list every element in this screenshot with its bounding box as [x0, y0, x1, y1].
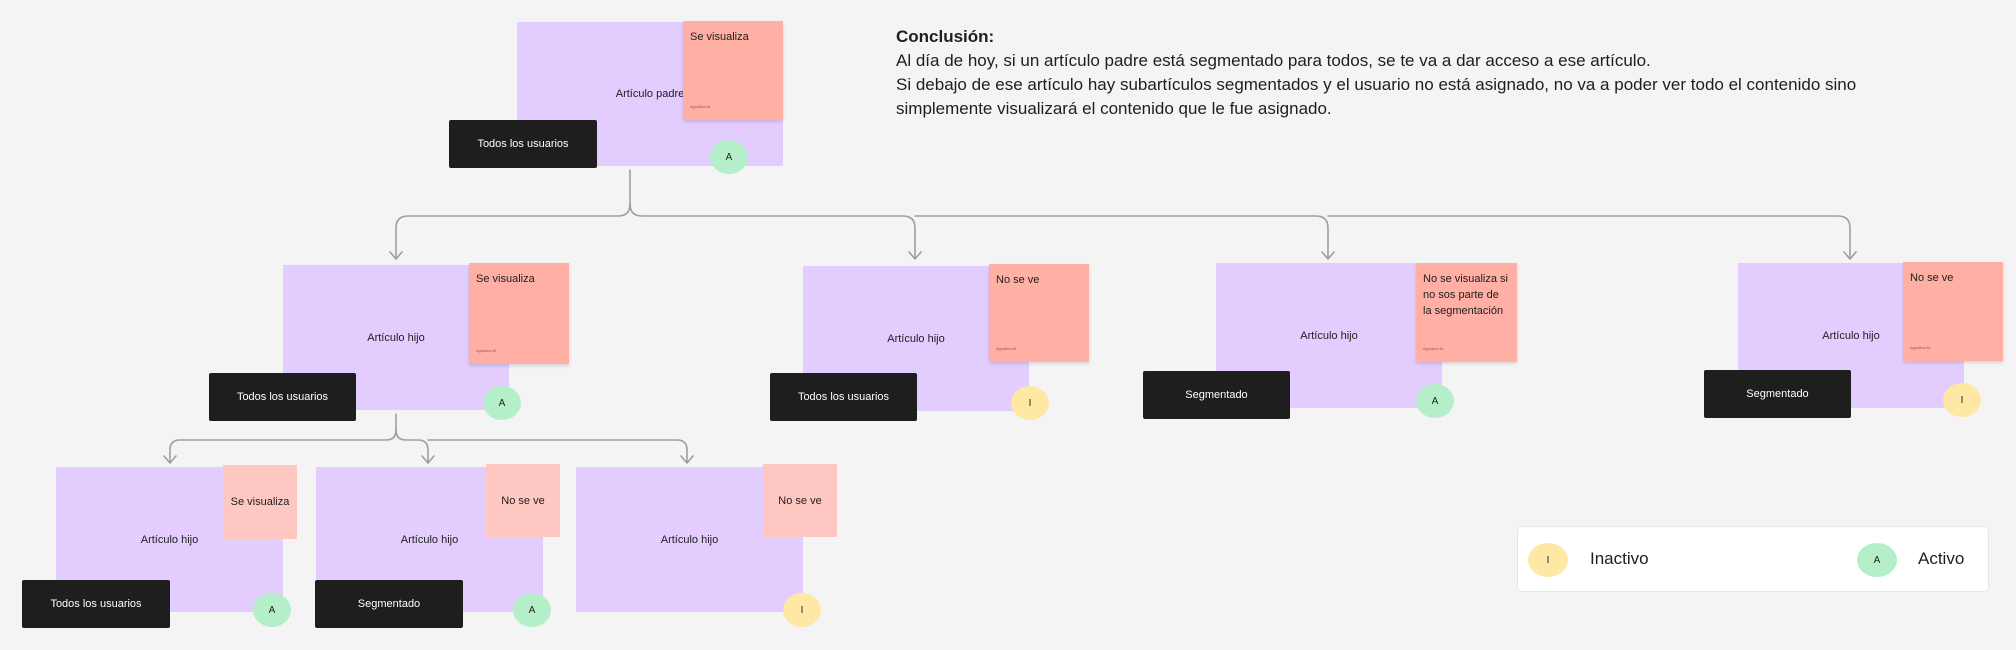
- arrowhead: [908, 251, 922, 260]
- card-title: Artículo padre: [615, 88, 685, 100]
- note-text: Se visualiza: [690, 31, 749, 43]
- badge-letter: I: [1960, 394, 1964, 406]
- legend-active-badge: A: [1857, 543, 1897, 577]
- tag-grand1[interactable]: Todos los usuarios: [22, 580, 170, 628]
- card-title: Artículo hijo: [367, 331, 425, 344]
- note-author: Agustina M.: [476, 348, 498, 353]
- connector-child1-to-grand3: [427, 439, 688, 463]
- status-badge-parent[interactable]: A: [710, 140, 748, 174]
- connector-parent-to-child2: [629, 203, 916, 259]
- tag-child2[interactable]: Todos los usuarios: [770, 373, 917, 421]
- tag-label: Todos los usuarios: [236, 391, 329, 403]
- note-text: No se ve: [501, 494, 545, 507]
- status-badge-child1[interactable]: A: [483, 386, 521, 420]
- badge-letter: A: [1431, 395, 1439, 407]
- legend-inactive-badge: I: [1528, 543, 1568, 577]
- note-text: Se visualiza: [230, 496, 290, 508]
- arrowhead: [1843, 251, 1857, 260]
- tag-label: Todos los usuarios: [797, 391, 890, 403]
- arrowhead: [680, 455, 694, 464]
- status-badge-grand3[interactable]: I: [783, 593, 821, 627]
- note-author: Agustina M.: [690, 104, 712, 109]
- legend-active-label: Activo: [1918, 549, 1965, 568]
- connector-parent-to-child4: [1327, 215, 1851, 259]
- card-title: Artículo hijo: [660, 533, 719, 546]
- status-badge-grand2[interactable]: A: [513, 593, 551, 627]
- badge-letter: I: [1546, 554, 1550, 566]
- conclusion-title: Conclusión:: [896, 27, 995, 46]
- note-text: No se ve: [1910, 272, 1954, 284]
- status-badge-grand1[interactable]: A: [253, 593, 291, 627]
- note-grand3[interactable]: No se ve: [763, 464, 837, 537]
- connector-parent-trunk: [395, 169, 631, 259]
- arrowhead: [1321, 251, 1335, 260]
- badge-letter: I: [800, 604, 804, 616]
- note-grand2[interactable]: No se ve: [486, 464, 560, 537]
- arrowhead: [389, 251, 403, 260]
- tag-label: Todos los usuarios: [50, 598, 142, 610]
- arrowhead: [421, 455, 435, 464]
- connector-child1-trunk: [169, 413, 397, 463]
- badge-letter: A: [1873, 554, 1881, 566]
- status-badge-child4[interactable]: I: [1943, 383, 1981, 417]
- tag-label: Segmentado: [357, 598, 421, 610]
- tag-child3[interactable]: Segmentado: [1143, 371, 1290, 419]
- status-badge-child2[interactable]: I: [1011, 386, 1049, 420]
- card-title: Artículo hijo: [1300, 329, 1358, 342]
- legend-inactive-label: Inactivo: [1590, 549, 1649, 568]
- tag-grand2[interactable]: Segmentado: [315, 580, 463, 628]
- legend: I Inactivo A Activo: [1517, 526, 1989, 592]
- note-child3[interactable]: No se visualiza si no sos parte de la se…: [1416, 263, 1517, 362]
- badge-letter: A: [268, 604, 276, 616]
- note-text: No se ve: [778, 494, 822, 507]
- tag-label: Segmentado: [1185, 389, 1248, 401]
- badge-letter: I: [1028, 397, 1032, 409]
- note-child4[interactable]: No se ve Agustina M.: [1903, 262, 2003, 361]
- tag-label: Todos los usuarios: [477, 138, 569, 150]
- status-badge-child3[interactable]: A: [1416, 384, 1454, 418]
- badge-letter: A: [498, 397, 506, 409]
- note-author: Agustina M.: [1423, 346, 1445, 351]
- card-grand3[interactable]: Artículo hijo: [576, 467, 803, 612]
- conclusion-text: Conclusión: Al día de hoy, si un artícul…: [896, 25, 1896, 121]
- note-child2[interactable]: No se ve Agustina M.: [989, 264, 1089, 362]
- note-grand1[interactable]: Se visualiza: [223, 465, 297, 539]
- card-title: Artículo hijo: [887, 332, 945, 345]
- note-text: No se visualiza si no sos parte de la se…: [1423, 273, 1508, 317]
- tag-parent[interactable]: Todos los usuarios: [449, 120, 597, 168]
- note-author: Agustina M.: [996, 346, 1018, 351]
- card-title: Artículo hijo: [140, 533, 199, 546]
- note-text: No se ve: [996, 274, 1040, 286]
- conclusion-line: Al día de hoy, si un artículo padre está…: [896, 51, 1651, 70]
- note-child1[interactable]: Se visualiza Agustina M.: [469, 263, 569, 364]
- badge-letter: A: [725, 151, 733, 163]
- connector-child1-to-grand2: [395, 429, 429, 463]
- conclusion-line: simplemente visualizará el contenido que…: [896, 99, 1332, 118]
- tag-child4[interactable]: Segmentado: [1704, 370, 1851, 418]
- conclusion-line: Si debajo de ese artículo hay subartícul…: [896, 75, 1857, 94]
- note-parent[interactable]: Se visualiza Agustina M.: [683, 21, 783, 120]
- note-text: Se visualiza: [476, 273, 535, 285]
- badge-letter: A: [528, 604, 536, 616]
- note-author: Agustina M.: [1910, 345, 1932, 350]
- arrowhead: [163, 455, 177, 464]
- card-title: Artículo hijo: [1822, 329, 1880, 342]
- tag-child1[interactable]: Todos los usuarios: [209, 373, 356, 421]
- card-title: Artículo hijo: [400, 533, 459, 546]
- tag-label: Segmentado: [1746, 388, 1809, 400]
- connector-parent-to-child3: [914, 215, 1329, 259]
